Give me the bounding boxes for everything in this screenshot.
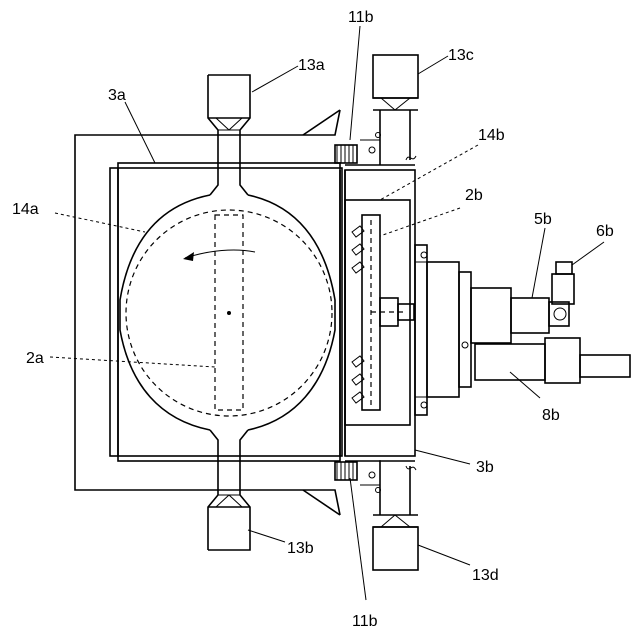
- leader-lines: [50, 26, 604, 600]
- label-2b: 2b: [465, 187, 483, 204]
- label-8b: 8b: [542, 407, 560, 424]
- motor-5b: [471, 288, 569, 343]
- outer-housing: [75, 110, 340, 515]
- label-6b: 6b: [596, 223, 614, 240]
- valve-6b: [552, 262, 574, 304]
- seal-11b-bottom: [335, 460, 381, 493]
- labels: 11b 13a 13c 3a 14b 14a 2b 5b 6b 2a 8b 3b…: [12, 9, 614, 630]
- label-11b-bottom: 11b: [352, 613, 378, 630]
- label-11b-top: 11b: [348, 9, 374, 26]
- label-14a: 14a: [12, 201, 39, 218]
- actuator-8b: [475, 338, 630, 383]
- duct-13c: [373, 55, 418, 165]
- label-5b: 5b: [534, 211, 552, 228]
- duct-13d: [373, 461, 418, 570]
- label-14b: 14b: [478, 127, 505, 144]
- label-13c: 13c: [448, 47, 474, 64]
- chamber-14a: [120, 195, 335, 430]
- label-3a: 3a: [108, 87, 126, 104]
- seal-11b-top: [335, 133, 381, 166]
- bearing-housing: [415, 245, 471, 415]
- label-2a: 2a: [26, 350, 44, 367]
- label-13d: 13d: [472, 567, 499, 584]
- label-13a: 13a: [298, 57, 325, 74]
- rotor-2b: [352, 215, 414, 410]
- label-3b: 3b: [476, 459, 494, 476]
- label-13b: 13b: [287, 540, 314, 557]
